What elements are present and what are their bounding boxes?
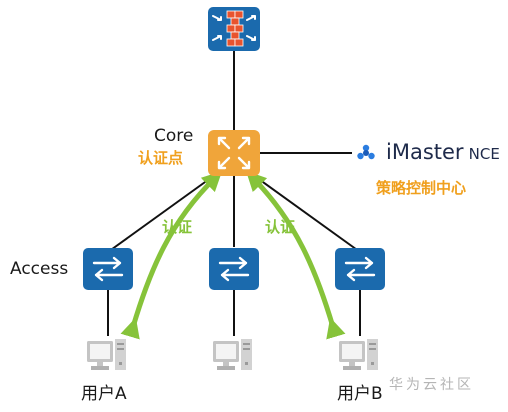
pc-icon-user-a: [87, 339, 126, 370]
access-switch-middle-icon: [209, 248, 259, 290]
core-label: Core: [154, 126, 194, 146]
core-router-icon: [208, 130, 260, 176]
auth-point-label: 认证点: [138, 149, 184, 167]
imaster-suffix: NCE: [468, 145, 500, 163]
watermark: 华为云社区: [389, 377, 474, 393]
pc-icon-middle: [213, 339, 252, 370]
imaster-logo-icon: [357, 144, 375, 160]
auth-arrow-left: [120, 171, 223, 340]
firewall-icon: [208, 7, 260, 51]
link-core-access-left: [107, 171, 220, 253]
auth-label-left: 认证: [162, 218, 193, 236]
imaster-name: iMaster: [386, 140, 464, 164]
access-label: Access: [10, 259, 69, 279]
link-core-access-right: [248, 171, 361, 253]
policy-center-label: 策略控制中心: [376, 179, 467, 197]
user-a-label: 用户A: [81, 384, 127, 404]
imaster-nce-label: iMaster NCE: [386, 142, 500, 163]
pc-icon-user-b: [339, 339, 378, 370]
user-b-label: 用户B: [337, 384, 383, 404]
access-switch-left-icon: [83, 248, 133, 290]
access-switch-right-icon: [335, 248, 385, 290]
auth-label-right: 认证: [265, 218, 296, 236]
auth-arrow-right: [246, 170, 346, 340]
